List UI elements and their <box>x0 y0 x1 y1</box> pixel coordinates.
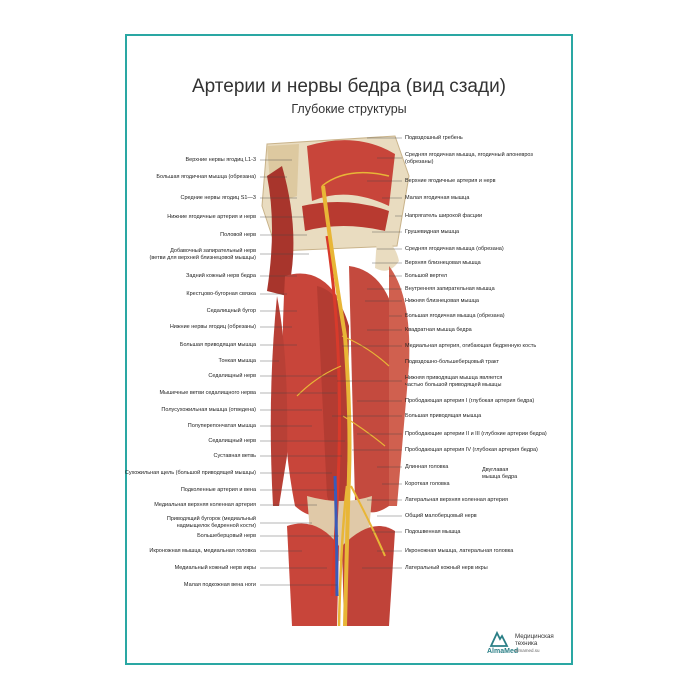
brand-name: AlmaMed <box>487 648 519 655</box>
gluteus-maximus-cut <box>267 166 294 296</box>
superior-gluteal-nerve <box>321 171 390 187</box>
label-left-18: Сухожильная щель (большой приводящей мыш… <box>124 470 256 476</box>
label-left-10: Большая приводящая мышца <box>179 342 256 348</box>
label-right-0: Подвздошный гребень <box>405 135 463 141</box>
label-right-18: Прободающие артерии II и III (глубокие а… <box>405 431 547 437</box>
label-left-15: Полуперепончатая мышца <box>187 423 256 429</box>
label-right-12: Квадратная мышца бедра <box>405 327 472 333</box>
brand-site: almamed.su <box>515 648 540 653</box>
tibial-nerve <box>337 485 349 627</box>
label-left-11: Тонкая мышца <box>218 358 256 364</box>
label-right-16: Прободающая артерия I (глубокая артерия … <box>405 398 535 404</box>
label-right-15: Нижняя приводящая мышца является частью … <box>405 375 503 388</box>
piriformis <box>302 202 389 231</box>
gracilis <box>270 296 288 506</box>
label-left-3: Нижние ягодичные артерия и нерв <box>167 214 256 220</box>
label-left-0: Верхние нервы ягодиц L1-3 <box>185 157 257 163</box>
label-left-9: Нижние нервы ягодиц (обрезаны) <box>169 324 256 330</box>
label-left-7: Крестцово-бугорная связка <box>186 291 256 297</box>
label-left-14: Полусухожильная мышца (отведена) <box>161 407 256 413</box>
label-left-6: Задний кожный нерв бедра <box>186 273 256 279</box>
label-left-22: Большеберцовый нерв <box>197 533 256 539</box>
label-left-1: Большая ягодичная мышца (обрезана) <box>156 174 256 180</box>
label-right-6: Средняя ягодичная мышца (обрезана) <box>405 246 504 252</box>
label-right-13: Медиальная артерия, огибающая бедренную … <box>405 343 537 349</box>
poster-title: Артерии и нервы бедра (вид сзади) <box>191 76 507 97</box>
label-right-8: Большой вертел <box>405 273 448 279</box>
label-right-14: Подвздошно-большеберцовый тракт <box>405 359 499 365</box>
label-right-20: Длинная головка <box>405 464 449 470</box>
brand-line1: Медицинская <box>515 633 554 640</box>
label-right-17: Большая приводящая мышца <box>405 413 482 419</box>
poster-frame: Артерии и нервы бедра (вид сзади) Глубок… <box>125 34 573 665</box>
label-right-biceps-group: Двуглавая мышца бедра <box>482 467 518 480</box>
label-left-17: Суставная ветвь <box>213 453 257 459</box>
label-left-12: Седалищный нерв <box>208 373 256 379</box>
vastus-lateralis <box>389 266 410 506</box>
label-right-9: Внутренняя запирательная мышца <box>405 286 495 292</box>
label-left-23: Икроножная мышца, медиальная головка <box>149 548 256 554</box>
semitendinosus <box>317 286 349 510</box>
label-left-5: Добавочный запирательный нерв (ветви для… <box>149 248 256 261</box>
anatomy-illustration <box>260 135 410 627</box>
leader-lines-right <box>332 137 402 569</box>
label-right-23: Общий малоберцовый нерв <box>405 513 477 519</box>
leader-lines-left <box>260 159 345 586</box>
label-left-25: Малая подкожная вена ноги <box>183 582 256 588</box>
muscular-branches <box>296 335 390 447</box>
label-left-19: Подколенные артерия и вена <box>180 487 256 493</box>
label-right-11: Большая ягодичная мышца (обрезана) <box>405 313 505 319</box>
label-right-3: Малая ягодичная мышца <box>405 195 470 201</box>
label-right-7: Верхняя близнецовая мышца <box>405 260 481 266</box>
brand-line2: техника <box>515 640 538 647</box>
almamed-logo-icon <box>489 630 509 647</box>
label-right-22: Латеральная верхняя коленная артерия <box>405 497 508 503</box>
label-right-21: Короткая головка <box>405 481 450 487</box>
label-left-4: Половой нерв <box>220 232 256 238</box>
label-right-2: Верхние ягодичные артерия и нерв <box>405 178 496 184</box>
label-right-5: Грушевидная мышца <box>405 229 460 235</box>
label-left-24: Медиальный кожный нерв икры <box>174 565 256 571</box>
brand-block: Медицинская техника AlmaMed almamed.su <box>487 630 573 658</box>
label-left-16: Седалищный нерв <box>208 438 256 444</box>
gastrocnemius-lateral <box>342 526 395 626</box>
label-right-25: Икроножная мышца, латеральная головка <box>405 548 514 554</box>
label-right-4: Напрягатель широкой фасции <box>405 213 483 219</box>
label-left-21: Приводящий бугорок (медиальный надмыщело… <box>166 516 256 529</box>
label-right-1: Средняя ягодичная мышца, ягодичный апоне… <box>405 152 533 165</box>
label-right-19: Прободающая артерия IV (глубокая артерия… <box>405 447 538 453</box>
label-right-26: Латеральный кожный нерв икры <box>405 565 488 571</box>
poster-subtitle: Глубокие структуры <box>291 102 407 116</box>
label-left-13: Мышечные ветви седалищного нерва <box>159 390 256 396</box>
peroneal-nerve <box>350 485 386 557</box>
label-left-20: Медиальная верхняя коленная артерия <box>154 502 256 508</box>
gastrocnemius-medial <box>287 523 339 626</box>
biceps-femoris <box>349 266 397 513</box>
sciatic-nerve <box>321 185 352 627</box>
label-right-24: Подошвенная мышца <box>405 529 461 535</box>
label-left-8: Седалищный бугор <box>206 308 256 314</box>
label-left-2: Средние нервы ягодиц S1—3 <box>180 195 256 201</box>
greater-trochanter <box>375 236 399 271</box>
label-right-10: Нижняя близнецовая мышца <box>405 298 479 304</box>
